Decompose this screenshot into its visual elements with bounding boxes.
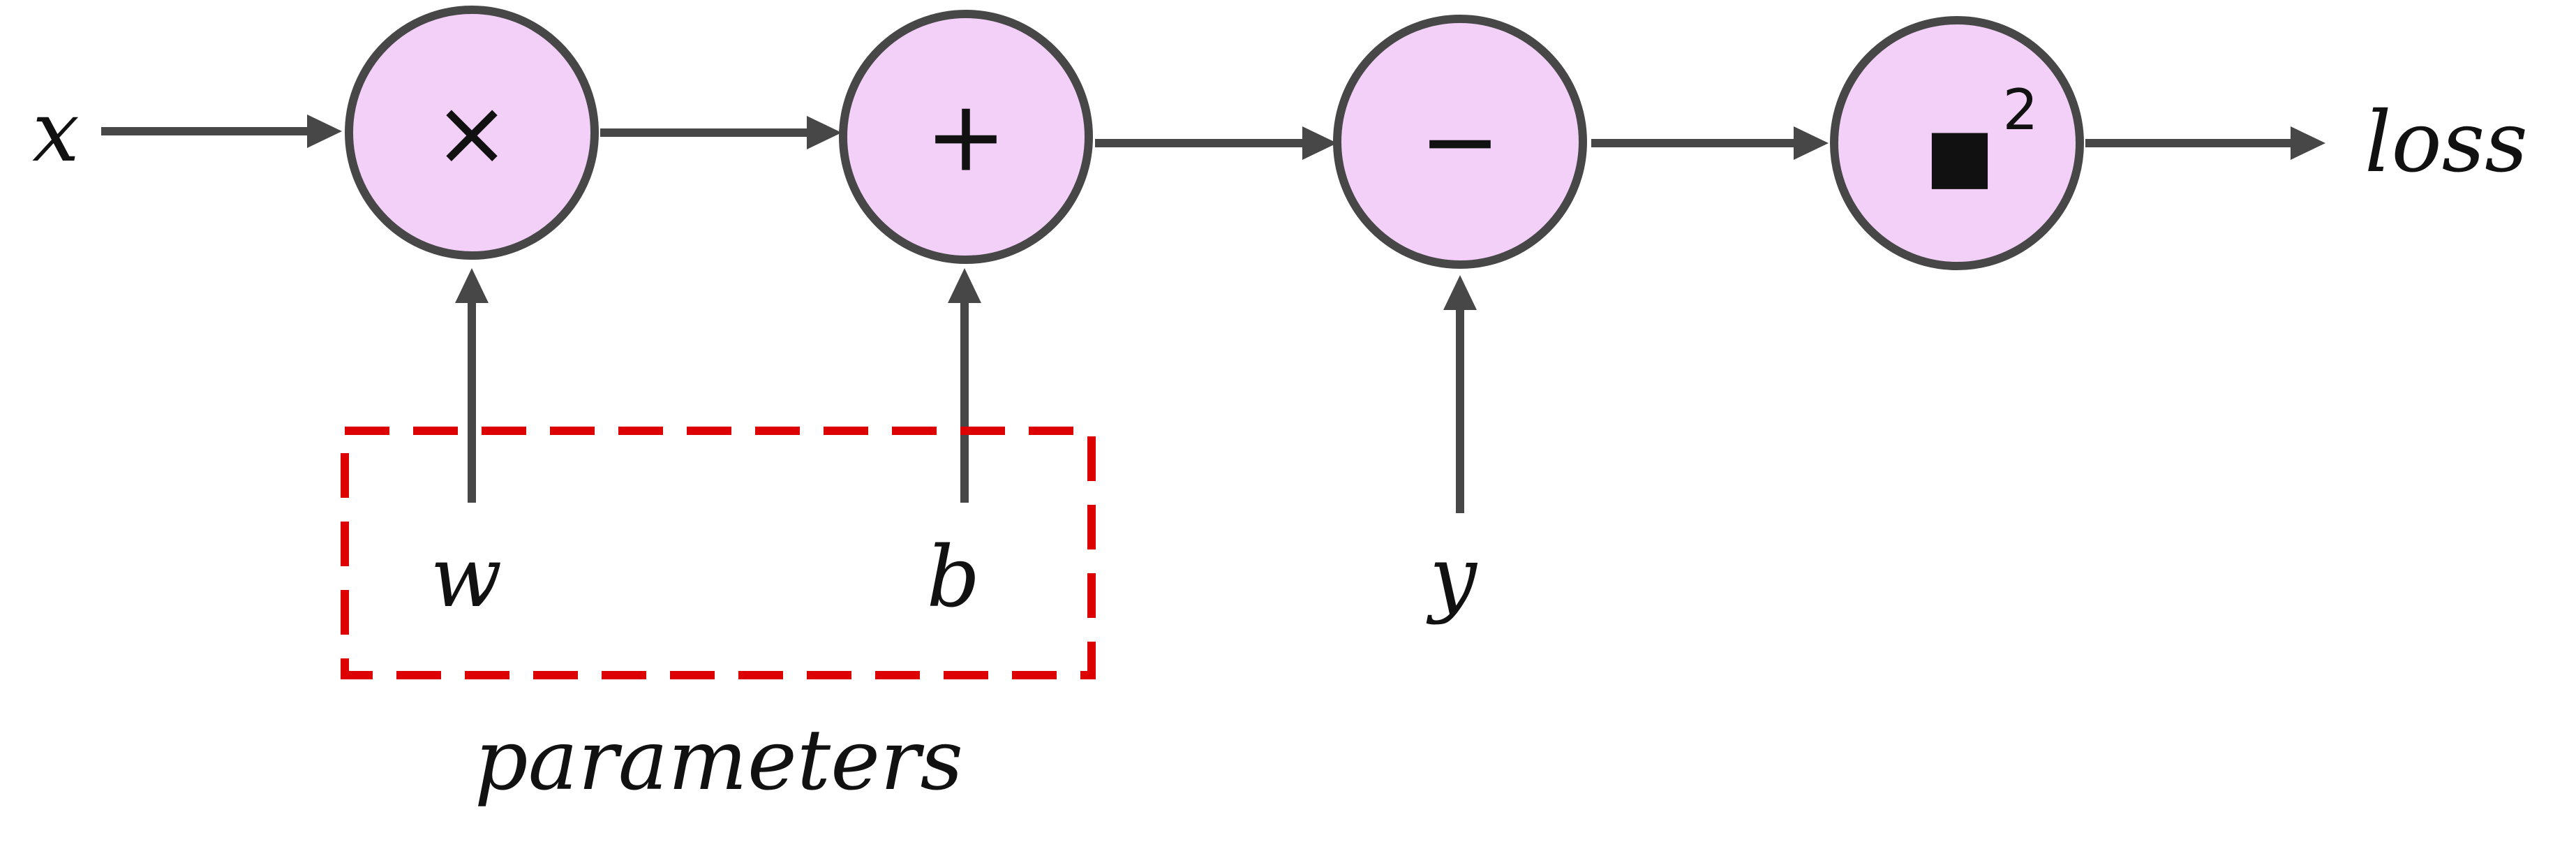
edges — [101, 115, 2325, 513]
square-base-symbol: ■ — [1925, 112, 1994, 198]
input-y-label: y — [1426, 529, 1478, 626]
node-multiply: × — [345, 6, 599, 260]
node-multiply-circle — [345, 6, 599, 260]
arrowhead-subtract-to-square — [1794, 126, 1829, 160]
node-subtract: − — [1333, 15, 1587, 269]
parameter-w-label: w — [431, 529, 502, 626]
node-square: ■ 2 — [1830, 16, 2084, 270]
parameter-group-label: parameters — [475, 712, 963, 809]
arrowhead-multiply-to-add — [807, 116, 842, 149]
arrowhead-add-to-subtract — [1302, 126, 1337, 160]
parameter-group-box — [341, 427, 1096, 679]
parameter-b-label: b — [927, 529, 981, 626]
arrowhead-y-to-subtract — [1443, 275, 1477, 310]
arrowhead-x-to-multiply — [307, 115, 342, 148]
node-square-circle — [1830, 16, 2084, 270]
output-loss-label: loss — [2365, 94, 2528, 191]
multiply-symbol: × — [434, 80, 510, 186]
arrowhead-square-to-loss — [2291, 126, 2325, 160]
node-subtract-circle — [1333, 15, 1587, 269]
add-symbol: + — [925, 80, 1006, 194]
subtract-symbol: − — [1419, 85, 1501, 199]
square-exponent: 2 — [2003, 77, 2039, 142]
node-add-circle — [839, 10, 1093, 264]
arrowhead-w-to-multiply — [455, 268, 489, 303]
arrowhead-b-to-add — [948, 268, 981, 303]
input-x-label: x — [32, 84, 80, 181]
node-add: + — [839, 10, 1093, 264]
